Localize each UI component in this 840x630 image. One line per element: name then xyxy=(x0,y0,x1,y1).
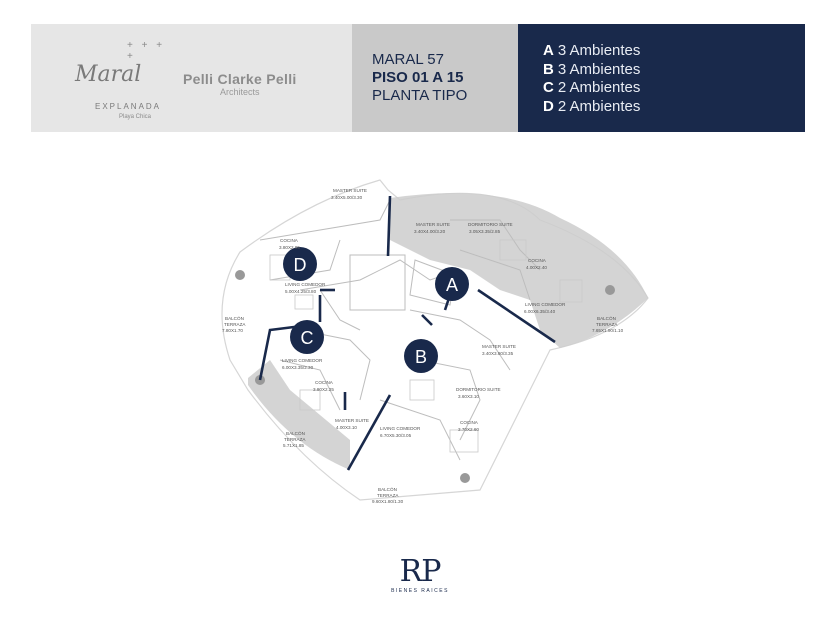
room-label: BALCÓN xyxy=(378,486,397,492)
room-labels: MASTER SUITE 3.40X5.00/3.30 COCINA 3.80X… xyxy=(222,188,624,504)
unit-marker-d[interactable]: D xyxy=(283,247,317,281)
room-label: COCINA xyxy=(528,258,547,263)
room-label: MASTER SUITE xyxy=(333,188,367,193)
room-dimension: 3.60X3.10 xyxy=(458,394,479,399)
room-dimension: 6.70X5.30/3.05 xyxy=(380,433,412,438)
plan-type: PLANTA TIPO xyxy=(372,87,468,104)
architect-name: Pelli Clarke Pelli xyxy=(183,71,297,87)
room-dimension: 6.00X3.35/2.30 xyxy=(282,365,314,370)
room-label: COCINA xyxy=(315,380,334,385)
room-label: MASTER SUITE xyxy=(482,344,516,349)
interior-walls xyxy=(259,199,541,461)
room-label: TERRAZA xyxy=(284,437,306,442)
room-label: MASTER SUITE xyxy=(335,418,369,423)
maral-logo-word: Maral xyxy=(75,62,142,87)
room-dimension: 4.00X2.40 xyxy=(526,265,547,270)
room-label: MASTER SUITE xyxy=(416,222,450,227)
room-label: BALCÓN xyxy=(286,430,305,436)
logo-panel: + + + + Maral EXPLANADA Playa Chica Pell… xyxy=(31,24,352,132)
room-label: BALCÓN xyxy=(225,315,244,321)
rp-logo: RP BIENES RAICES xyxy=(388,554,452,595)
room-label: TERRAZA xyxy=(596,322,618,327)
stars-ornament: + + + + xyxy=(127,40,166,62)
floor-plan: D A C B MASTER SUITE 3.40X5.00/3.30 COCI… xyxy=(221,179,649,504)
room-dimension: 3.40X4.00/3.20 xyxy=(414,229,446,234)
room-dimension: 3.40X5.00/3.30 xyxy=(331,195,363,200)
room-label: COCINA xyxy=(280,238,299,243)
room-dimension: 3.05X3.35/2.85 xyxy=(469,229,501,234)
room-dimension: 6.00X6.35/3.40 xyxy=(524,309,556,314)
architect-subtitle: Architects xyxy=(220,87,260,97)
svg-text:C: C xyxy=(301,328,314,348)
room-dimension: 3.80X2.95 xyxy=(279,245,300,250)
rp-logo-mark: RP xyxy=(399,554,442,589)
unit-marker-a[interactable]: A xyxy=(435,267,469,301)
room-dimension: 5.71X1.85 xyxy=(283,443,304,448)
room-dimension: 3.80X2.25 xyxy=(313,387,334,392)
room-label: TERRAZA xyxy=(377,493,399,498)
room-dimension: 9.60X1.80/1.30 xyxy=(372,499,404,504)
room-label: LIVING COMEDOR xyxy=(525,302,566,307)
header-banner: + + + + Maral EXPLANADA Playa Chica Pell… xyxy=(31,24,805,132)
room-dimension: 7.65X1.90/1.10 xyxy=(592,328,624,333)
building-name: MARAL 57 xyxy=(372,51,444,68)
balcony-c xyxy=(248,360,350,470)
room-dimension: 3.70X2.60 xyxy=(458,427,479,432)
unit-marker-c[interactable]: C xyxy=(290,320,324,354)
svg-text:D: D xyxy=(294,255,307,275)
building-info-panel: MARAL 57 PISO 01 A 15 PLANTA TIPO xyxy=(352,24,518,132)
room-dimension: 4.00X3.10 xyxy=(336,425,357,430)
room-label: COCINA xyxy=(460,420,479,425)
floor-range: PISO 01 A 15 xyxy=(372,69,464,86)
svg-text:B: B xyxy=(415,347,427,367)
room-label: LIVING COMEDOR xyxy=(285,282,326,287)
maral-logo: + + + + Maral EXPLANADA Playa Chica xyxy=(75,40,175,120)
maral-logo-location: Playa Chica xyxy=(119,114,152,120)
furniture xyxy=(235,239,615,483)
balcony-a xyxy=(390,193,648,348)
svg-text:A: A xyxy=(446,275,458,295)
room-dimension: 7.80X1.70 xyxy=(222,328,243,333)
maral-logo-subtitle: EXPLANADA xyxy=(95,102,162,111)
room-label: LIVING COMEDOR xyxy=(380,426,421,431)
room-dimension: 3.40X3.80/3.35 xyxy=(482,351,514,356)
room-label: LIVING COMEDOR xyxy=(282,358,323,363)
room-label: DORMITORIO SUITE xyxy=(468,222,513,227)
room-label: TERRAZA xyxy=(224,322,246,327)
room-label: DORMITORIO SUITE xyxy=(456,387,501,392)
room-label: BALCÓN xyxy=(597,315,616,321)
room-dimension: 5.00X4.25/3.80 xyxy=(285,289,317,294)
rp-logo-subtitle: BIENES RAICES xyxy=(391,588,449,594)
unit-marker-b[interactable]: B xyxy=(404,339,438,373)
